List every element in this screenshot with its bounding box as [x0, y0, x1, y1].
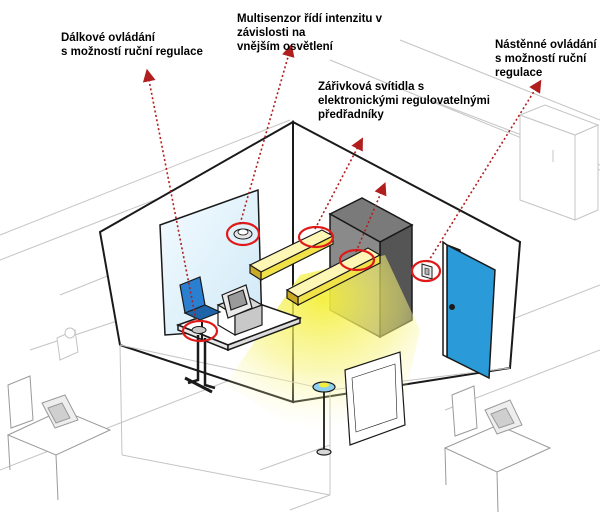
background-cabinet [518, 104, 600, 221]
ring-remote-control [181, 319, 219, 343]
label-fluorescent-luminaires: Zářivková svítidla s elektronickými regu… [318, 81, 490, 121]
wall-control-panel [421, 263, 433, 280]
door [442, 240, 496, 380]
label-multisensor: Multisenzor řídí intenzitu v závislosti … [237, 13, 383, 53]
callout-arrows [142, 43, 542, 321]
ring-wall-control [410, 259, 442, 283]
office-chair [179, 276, 222, 340]
floor-lamp [312, 381, 336, 456]
arrow-remote-control [142, 68, 197, 321]
label-wall-control: Nástěnné ovládání s možností ruční regul… [495, 39, 597, 79]
multisensor [233, 228, 253, 240]
partition-panel [344, 351, 406, 446]
arrow-multisensor [239, 43, 295, 225]
arrow-wall-control [427, 79, 542, 263]
label-remote-control: Dálkové ovládání s možností ruční regula… [61, 32, 203, 58]
background-workstation-right [443, 385, 552, 513]
ring-luminaire-1 [297, 225, 335, 249]
ring-multisensor [225, 221, 261, 247]
background-workstation-left [6, 375, 112, 501]
background-chair-left [56, 327, 79, 361]
highlight-rings [181, 221, 442, 343]
remote-control [191, 326, 207, 334]
computer [216, 284, 264, 337]
ring-luminaire-2 [338, 248, 376, 272]
